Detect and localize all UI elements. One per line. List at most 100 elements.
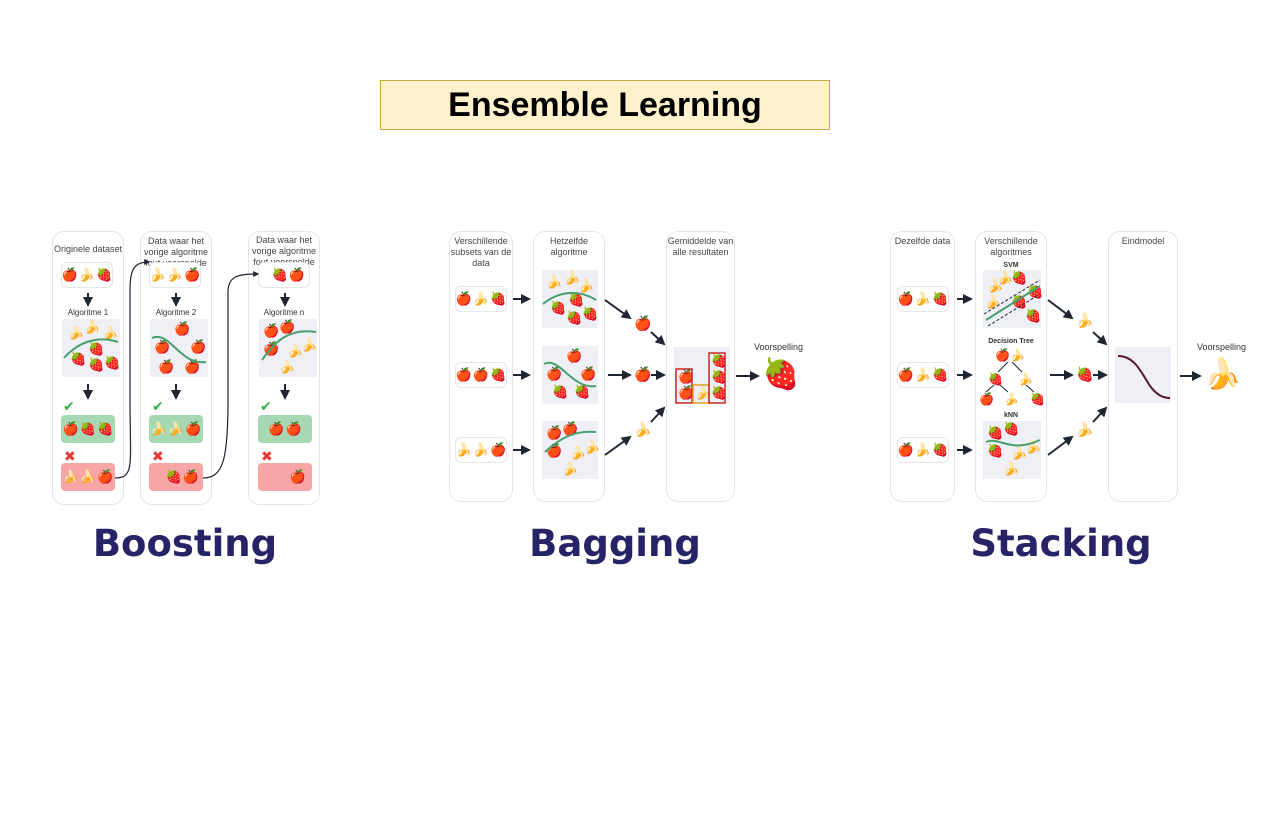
apple-icon: 🍎 (62, 421, 79, 437)
strawberry-icon: 🍓 (1003, 422, 1020, 437)
apple-icon: 🍎 (897, 367, 914, 383)
stacking-data-1: 🍎🍌🍓 (897, 286, 949, 312)
strawberry-icon: 🍓 (104, 356, 121, 371)
tree-edge (1025, 384, 1035, 393)
stacking-col3-title: Eindmodel (1121, 236, 1165, 246)
algorithm-2-label: Algoritme 2 (155, 308, 197, 317)
svm-plot: 🍌 🍌 🍌 🍓 🍓 🍓 🍓 (983, 270, 1044, 328)
arrow-icon (1092, 331, 1108, 346)
vote-box-strawberry (708, 352, 726, 404)
bagging-output-label: Voorspelling (754, 342, 804, 352)
banana-icon: 🍌 (102, 326, 119, 341)
cross-icon: ✖ (152, 449, 164, 465)
decision-curve (544, 430, 597, 453)
apple-icon: 🍎 (678, 386, 695, 401)
apple-icon: 🍎 (184, 267, 201, 283)
page-title: Ensemble Learning (380, 80, 830, 130)
strawberry-icon: 🍓 (1011, 295, 1028, 310)
strawberry-icon: 🍓 (1027, 285, 1044, 300)
strawberry-icon: 🍓 (574, 385, 591, 400)
bagging-col2-title: Hetzelfde algoritme (549, 236, 589, 257)
banana-icon: 🍌 (578, 279, 595, 294)
tree-edge (999, 384, 1009, 393)
banana-icon: 🍌 (634, 422, 652, 438)
apple-icon: 🍎 (158, 360, 175, 375)
bagging-label: Bagging (529, 521, 701, 565)
bagging-subset-1: 🍎🍌🍓 (455, 286, 507, 312)
banana-icon: 🍌 (79, 469, 97, 485)
decision-tree-edges (985, 361, 1035, 393)
knn-label: kNN (1003, 412, 1018, 419)
apple-icon: 🍎 (263, 324, 280, 339)
strawberry-icon: 🍓 (79, 421, 97, 437)
banana-icon: 🍌 (914, 367, 932, 383)
apple-icon: 🍎 (897, 291, 914, 307)
decision-curve (63, 338, 119, 359)
boosting-decision-curves (63, 285, 1041, 453)
banana-icon: 🍌 (1018, 372, 1033, 386)
arrow-icon (650, 406, 666, 423)
strawberry-icon: 🍓 (568, 293, 585, 308)
tree-edge (1011, 361, 1023, 373)
banana-icon: 🍌 (1004, 392, 1019, 406)
svm-label: SVM (1003, 262, 1019, 269)
strawberry-icon: 🍓 (1076, 367, 1094, 383)
banana-icon: 🍌 (455, 442, 472, 458)
strawberry-icon: 🍓 (165, 469, 182, 485)
strawberry-icon: 🍓 (566, 311, 583, 326)
apple-icon: 🍎 (455, 367, 472, 383)
bagging-col3-title: Gemiddelde van alle resultaten (667, 236, 734, 257)
strawberry-icon: 🍓 (88, 358, 105, 373)
banana-icon: 🍌 (78, 267, 96, 283)
boosting-wrong-tile-1: 🍌🍌🍎 (61, 463, 115, 491)
apple-icon: 🍎 (285, 421, 302, 437)
check-icon: ✔ (152, 399, 164, 415)
strawberry-icon: 🍓 (271, 267, 288, 283)
banana-icon: 🍌 (301, 338, 318, 353)
check-icon: ✔ (260, 399, 272, 415)
banana-icon: 🍌 (62, 469, 79, 485)
check-icon: ✔ (63, 399, 75, 415)
strawberry-icon: 🍓 (711, 354, 728, 369)
strawberry-icon: 🍓 (1011, 271, 1028, 286)
apple-icon: 🍎 (455, 291, 472, 307)
arrow-icon (650, 331, 666, 346)
knn-boundary (985, 439, 1041, 447)
apple-icon: 🍎 (279, 320, 296, 335)
final-model-curve (1117, 355, 1171, 399)
apple-icon: 🍎 (190, 340, 207, 355)
banana-icon: 🍌 (167, 421, 185, 437)
vote-boxes (675, 352, 726, 404)
banana-icon: 🍌 (584, 440, 601, 455)
arrow-icon (604, 299, 632, 320)
bagging-vote-plot: 🍎 🍎 🍌 🍓 🍓 🍓 (674, 347, 730, 403)
decision-curve (151, 335, 207, 364)
strawberry-icon: 🍓 (1030, 392, 1045, 406)
svm-boundary (985, 285, 1041, 321)
cross-icon: ✖ (64, 449, 76, 465)
apple-icon: 🍎 (580, 367, 597, 382)
banana-icon: 🍌 (1076, 313, 1094, 329)
strawberry-icon: 🍓 (97, 421, 114, 437)
bagging-subset-2: 🍎🍎🍓 (455, 362, 507, 388)
banana-icon: 🍌 (987, 279, 1004, 294)
apple-icon: 🍎 (289, 469, 306, 485)
apple-icon: 🍎 (174, 322, 191, 337)
boosting-last-input-items: 🍓🍎 (258, 262, 310, 288)
boosting-input-items: 🍎🍌🍓 (61, 262, 113, 288)
banana-icon: 🍌 (1003, 462, 1020, 477)
boosting-label: Boosting (92, 521, 278, 565)
banana-icon: 🍌 (997, 271, 1014, 286)
stacking-label: Stacking (970, 521, 1152, 565)
strawberry-icon: 🍓 (96, 267, 113, 283)
strawberry-icon: 🍓 (762, 357, 800, 392)
apple-icon: 🍎 (154, 340, 171, 355)
banana-icon: 🍌 (1010, 348, 1025, 362)
apple-icon: 🍎 (979, 392, 994, 406)
boosting-wrong-tile-2: 🍓🍎 (149, 463, 203, 491)
bagging-plot-1: 🍌 🍌 🍌 🍓 🍓 🍓 🍓 (542, 270, 598, 328)
apple-icon: 🍎 (61, 267, 78, 283)
apple-icon: 🍎 (562, 422, 579, 437)
apple-icon: 🍎 (185, 421, 202, 437)
